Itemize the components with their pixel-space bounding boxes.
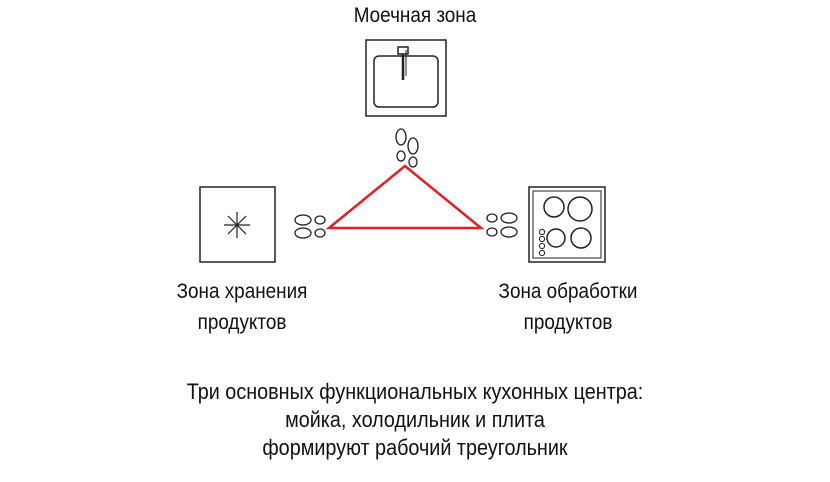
diagram-caption: Три основных функциональных кухонных цен… xyxy=(0,378,830,462)
wash-zone-label-text: Моечная зона xyxy=(353,4,477,27)
fridge-icon xyxy=(199,186,276,263)
work-triangle xyxy=(325,164,485,230)
footprints-icon xyxy=(294,214,326,239)
caption-line3: формируют рабочий треугольник xyxy=(262,435,568,460)
caption-line1: Три основных функциональных кухонных цен… xyxy=(186,379,644,404)
stove-icon xyxy=(528,186,606,263)
sink-icon xyxy=(365,39,447,117)
wash-zone-label: Моечная зона xyxy=(280,0,550,31)
cook-zone-label-line2: продуктов xyxy=(523,311,613,334)
storage-zone-label-line1: Зона хранения xyxy=(176,280,308,303)
caption-line2: мойка, холодильник и плита xyxy=(285,407,545,432)
storage-zone-label: Зона хранения продуктов xyxy=(125,276,359,338)
footprints-icon xyxy=(486,212,518,238)
footprints-icon xyxy=(395,128,419,168)
storage-zone-label-line2: продуктов xyxy=(197,311,287,334)
cook-zone-label-line1: Зона обработки xyxy=(498,280,638,303)
cook-zone-label: Зона обработки продуктов xyxy=(451,276,685,338)
